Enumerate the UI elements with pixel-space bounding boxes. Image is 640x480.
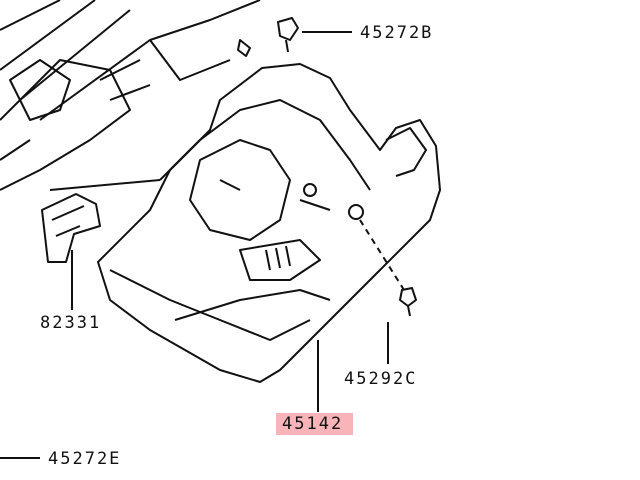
- label-82331: 82331: [40, 313, 102, 333]
- bolt-45272b: [237, 17, 299, 57]
- screw-45292c: [399, 287, 417, 317]
- steering-column: [0, 0, 261, 191]
- label-45142-highlighted: 45142: [276, 413, 354, 435]
- label-45292c: 45292C: [344, 369, 418, 389]
- bracket-82331: [41, 193, 101, 263]
- dashed-guide-screw: [359, 219, 405, 291]
- label-45272e: 45272E: [48, 449, 122, 469]
- dashed-guide: [49, 179, 161, 191]
- label-45272b: 45272B: [360, 23, 434, 43]
- column-cover-45142: [97, 63, 441, 383]
